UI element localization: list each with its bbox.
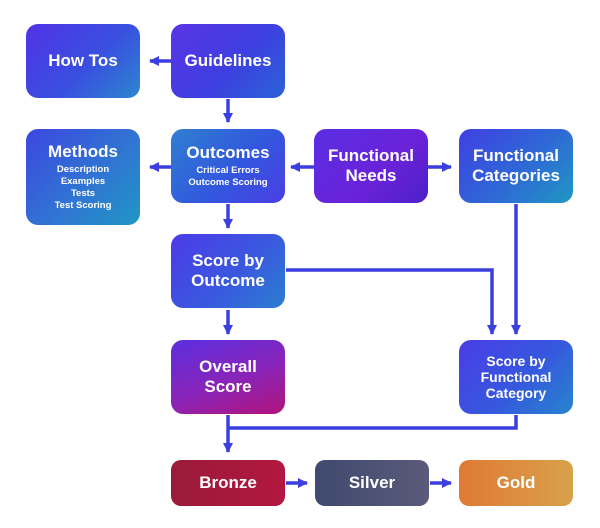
overall-score-label-line1: Overall [199,357,257,377]
guidelines-label: Guidelines [184,51,272,71]
functional-needs-node: Functional Needs [314,129,428,203]
arrow-scorecat-merge-line [228,415,518,430]
bronze-node: Bronze [171,460,285,506]
score-by-outcome-label-line2: Outcome [191,271,265,290]
score-by-functional-category-node: Score by Functional Category [459,340,573,414]
outcomes-line-critical-errors: Critical Errors [196,164,260,176]
functional-needs-label-line2: Needs [345,166,397,185]
overall-score-node: Overall Score [171,340,285,414]
functional-categories-label-line1: Functional [473,146,559,166]
score-by-functional-category-label-line1: Score by [486,352,546,369]
arrow-scoreoutcome-to-scorecat [286,268,497,335]
methods-line-examples: Examples [60,175,106,187]
how-tos-label: How Tos [48,51,118,71]
silver-label: Silver [348,473,396,493]
functional-categories-node: Functional Categories [459,129,573,203]
score-by-functional-category-label-line2: Functional [480,368,552,385]
how-tos-node: How Tos [26,24,140,98]
score-by-outcome-node: Score by Outcome [171,234,285,308]
outcomes-node: Outcomes Critical Errors Outcome Scoring [171,129,285,203]
methods-line-description: Description [56,164,110,176]
guidelines-node: Guidelines [171,24,285,98]
methods-node: Methods Description Examples Tests Test … [26,129,140,225]
score-by-outcome-label-line1: Score by [192,251,264,271]
bronze-label: Bronze [199,473,257,493]
outcomes-label: Outcomes [186,143,270,163]
functional-categories-label-line2: Categories [472,166,560,185]
functional-needs-label-line1: Functional [328,146,414,166]
overall-score-label-line2: Score [204,377,252,396]
methods-label: Methods [48,142,118,162]
methods-line-test-scoring: Test Scoring [54,199,112,211]
gold-node: Gold [459,460,573,506]
methods-line-tests: Tests [70,187,96,199]
score-by-functional-category-label-line3: Category [485,385,547,402]
gold-label: Gold [496,473,536,493]
outcomes-line-outcome-scoring: Outcome Scoring [188,176,268,188]
silver-node: Silver [315,460,429,506]
